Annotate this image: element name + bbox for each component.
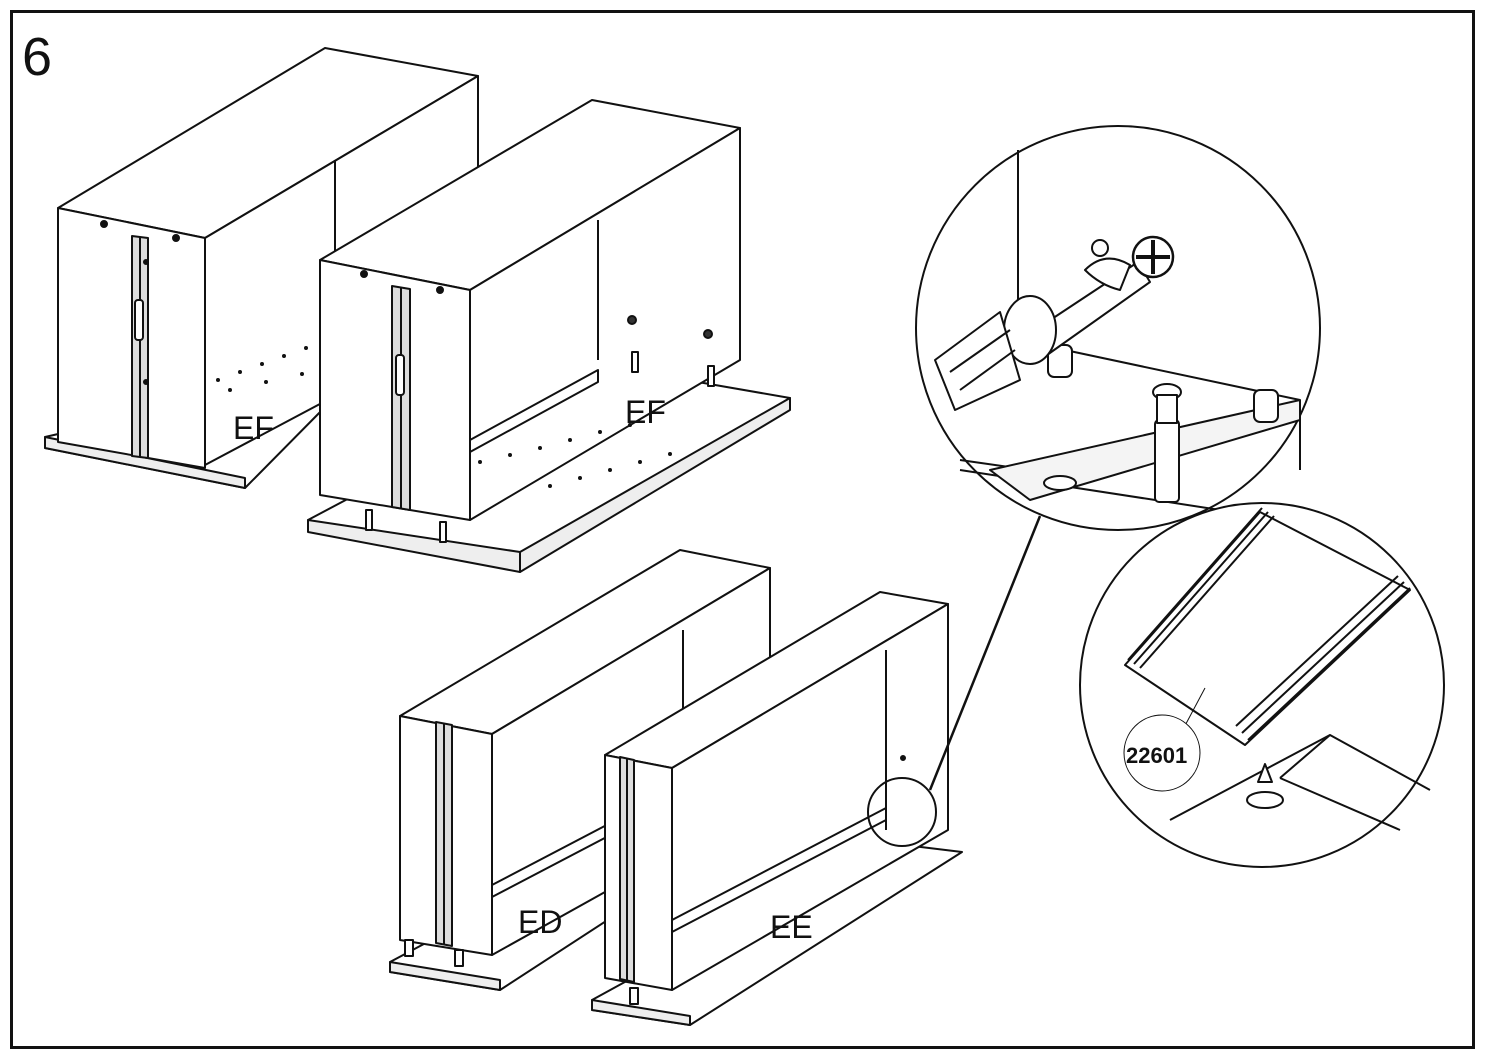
cabinet-ef-left xyxy=(44,47,479,489)
part-number-label: 22601 xyxy=(1126,743,1188,768)
cabinet-ef-right xyxy=(307,99,791,573)
detail-circle-screwdriver xyxy=(915,125,1321,531)
part-number-bubble xyxy=(1123,714,1201,792)
step-number: 6 xyxy=(22,27,53,87)
panel-label-ef-right: EF xyxy=(625,394,666,430)
phillips-screw-icon xyxy=(1131,235,1175,279)
instruction-frame xyxy=(10,10,1475,1049)
panel-label-ee: EE xyxy=(770,909,813,945)
detail-circle-edge xyxy=(1079,502,1445,868)
panel-label-ed: ED xyxy=(518,904,563,940)
detail-callout-small xyxy=(867,777,937,847)
cabinet-ee xyxy=(591,591,963,1026)
panel-label-ef-left: EF xyxy=(233,410,274,446)
cam-lock-icon xyxy=(1084,239,1131,291)
